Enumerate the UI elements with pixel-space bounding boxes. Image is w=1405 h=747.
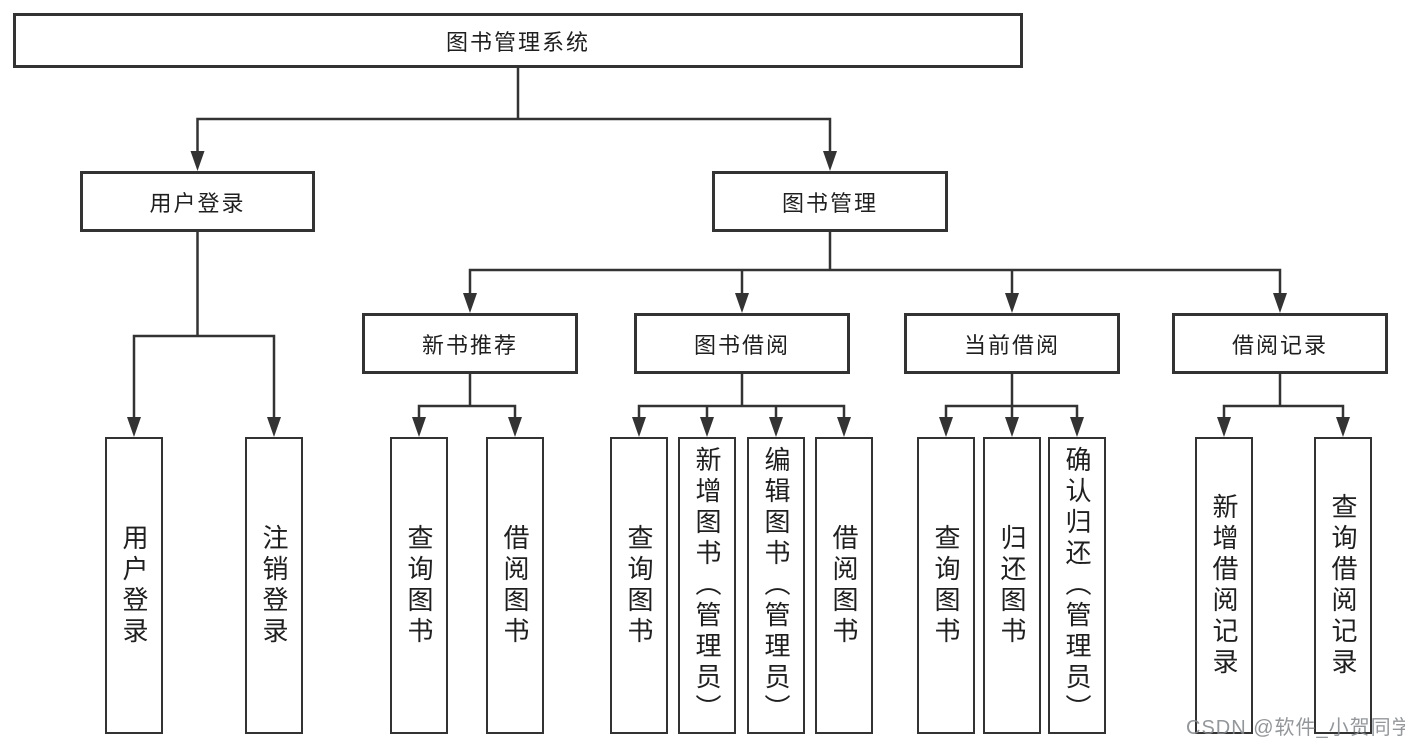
leaf-br-add-borrow-record: 新增借阅记录 (1195, 437, 1253, 734)
node-new-book-recommendation: 新书推荐 (362, 313, 578, 374)
leaf-bb-query-books: 查询图书 (610, 437, 668, 734)
leaf-logout: 注销登录 (245, 437, 303, 734)
node-book-management: 图书管理 (712, 171, 948, 232)
leaf-br-query-borrow-record-label: 查询借阅记录 (1328, 492, 1358, 679)
node-user-login-label: 用户登录 (149, 190, 246, 216)
leaf-cb-query-books-label: 查询图书 (931, 523, 961, 648)
connector-current-to-leaves (944, 374, 1079, 418)
leaf-nb-borrow-books: 借阅图书 (486, 437, 544, 734)
leaf-cb-return-books-label: 归还图书 (997, 523, 1027, 648)
leaf-nb-query-books: 查询图书 (390, 437, 448, 734)
node-user-login: 用户登录 (80, 171, 315, 232)
leaf-logout-label: 注销登录 (259, 523, 289, 648)
connector-records-to-leaves (1222, 374, 1345, 418)
node-current-borrowing-label: 当前借阅 (963, 332, 1060, 358)
connector-userlogin-to-leaves (132, 232, 276, 418)
connector-root-to-level2 (196, 68, 832, 151)
connector-bookmgmt-to-groups (468, 232, 1282, 293)
node-current-borrowing: 当前借阅 (904, 313, 1120, 374)
leaf-bb-edit-book-admin: 编辑图书（管理员） (747, 437, 805, 734)
leaf-bb-query-books-label: 查询图书 (624, 523, 654, 648)
csdn-watermark: CSDN @软件_小贺同学 (1186, 717, 1405, 739)
node-book-borrowing-label: 图书借阅 (693, 332, 790, 358)
leaf-nb-borrow-books-label: 借阅图书 (500, 523, 530, 648)
leaf-user-login-label: 用户登录 (119, 523, 149, 648)
node-book-management-label: 图书管理 (781, 190, 878, 216)
leaf-bb-add-book-admin: 新增图书（管理员） (678, 437, 736, 734)
node-new-book-recommendation-label: 新书推荐 (421, 332, 518, 358)
leaf-bb-borrow-books-label: 借阅图书 (829, 523, 859, 648)
node-book-borrowing: 图书借阅 (634, 313, 850, 374)
node-borrowing-records: 借阅记录 (1172, 313, 1388, 374)
leaf-cb-confirm-return-admin-label: 确认归还（管理员） (1062, 446, 1092, 725)
leaf-bb-edit-book-admin-label: 编辑图书（管理员） (761, 446, 791, 725)
node-borrowing-records-label: 借阅记录 (1231, 332, 1328, 358)
node-root-label: 图书管理系统 (445, 29, 590, 55)
leaf-cb-confirm-return-admin: 确认归还（管理员） (1048, 437, 1106, 734)
leaf-bb-borrow-books: 借阅图书 (815, 437, 873, 734)
leaf-bb-add-book-admin-label: 新增图书（管理员） (692, 446, 722, 725)
leaf-cb-return-books: 归还图书 (983, 437, 1041, 734)
leaf-br-query-borrow-record: 查询借阅记录 (1314, 437, 1372, 734)
leaf-user-login: 用户登录 (105, 437, 163, 734)
connector-newbook-to-leaves (417, 374, 517, 418)
connector-borrowing-to-leaves (637, 374, 846, 418)
leaf-br-add-borrow-record-label: 新增借阅记录 (1209, 492, 1239, 679)
leaf-cb-query-books: 查询图书 (917, 437, 975, 734)
node-root: 图书管理系统 (13, 13, 1023, 68)
leaf-nb-query-books-label: 查询图书 (404, 523, 434, 648)
